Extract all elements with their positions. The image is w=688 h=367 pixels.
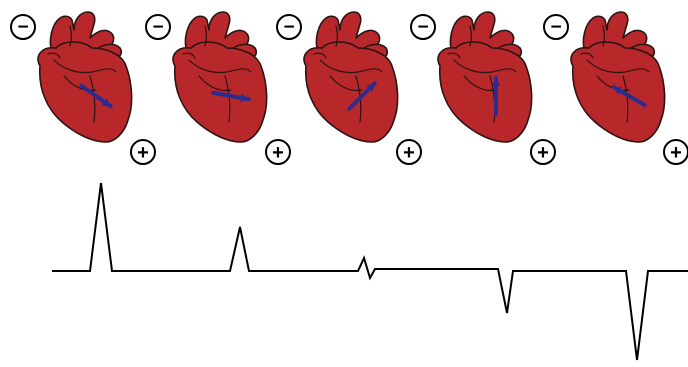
positive-electrode: + — [664, 140, 688, 164]
positive-sign-label: + — [670, 142, 682, 164]
heart-icon — [571, 12, 665, 142]
heart-panel-1: −+ — [11, 12, 155, 164]
heart-panel-2: −+ — [146, 12, 290, 164]
ecg-trace — [52, 183, 688, 360]
negative-electrode: − — [146, 15, 170, 39]
negative-sign-label: − — [17, 17, 28, 38]
positive-electrode: + — [131, 140, 155, 164]
positive-sign-label: + — [537, 142, 549, 164]
negative-sign-label: − — [152, 17, 163, 38]
negative-electrode: − — [277, 15, 301, 39]
positive-electrode: + — [531, 140, 555, 164]
positive-sign-label: + — [272, 142, 284, 164]
negative-sign-label: − — [550, 17, 561, 38]
heart-icon — [173, 12, 267, 142]
heart-panel-3: −+ — [277, 12, 421, 164]
negative-electrode: − — [411, 15, 435, 39]
negative-electrode: − — [11, 15, 35, 39]
negative-sign-label: − — [283, 17, 294, 38]
positive-sign-label: + — [137, 142, 149, 164]
heart-icon — [304, 12, 398, 142]
positive-electrode: + — [266, 140, 290, 164]
positive-electrode: + — [397, 140, 421, 164]
positive-sign-label: + — [403, 142, 415, 164]
heart-panel-5: −+ — [544, 12, 688, 164]
heart-icon — [38, 12, 132, 142]
negative-sign-label: − — [417, 17, 428, 38]
negative-electrode: − — [544, 15, 568, 39]
heart-panel-4: −+ — [411, 12, 555, 164]
heart-icon — [438, 12, 532, 142]
